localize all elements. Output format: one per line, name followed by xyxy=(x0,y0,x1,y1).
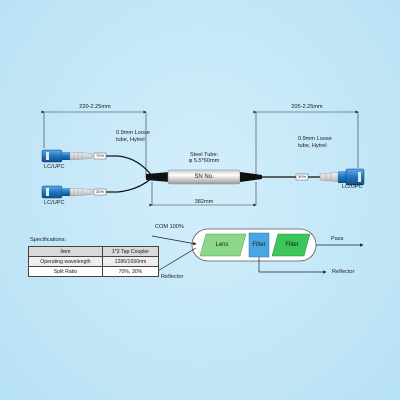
fiber-tag-left-bottom-box xyxy=(93,188,107,196)
filter-block-2 xyxy=(271,233,311,257)
reflector-right-label: Reflector xyxy=(332,269,355,275)
connector-left-top xyxy=(41,149,93,163)
spec-value: 70%, 30% xyxy=(101,266,160,277)
spec-label: Operating wavelength xyxy=(28,256,103,267)
spec-value: 1286/1650nm xyxy=(101,256,160,267)
table-row: Operating wavelength 1286/1650nm xyxy=(28,256,160,267)
fiber-tag-left-bottom: 30% xyxy=(95,189,105,194)
filter-label-1: Filter xyxy=(252,242,266,248)
lens-label: Lens xyxy=(215,242,229,248)
fiber-tag-left-top-box xyxy=(93,152,107,160)
connector-right xyxy=(319,168,365,186)
dimension-right-label: 205-2.25mm xyxy=(291,104,323,110)
dimension-middle xyxy=(149,182,257,207)
connector-left-bottom xyxy=(41,185,93,199)
connector-left-top-label: LC/UPC xyxy=(44,164,65,170)
loose-tube-left-label: 0.9mm Loose tube, Hytrel xyxy=(116,130,150,143)
table-row: Split Ratio 70%, 30% xyxy=(28,266,160,277)
dimension-left xyxy=(41,110,147,178)
reflector-left-label: Reflector xyxy=(161,274,184,280)
table-row: Item 1*2 Tap Coupler xyxy=(28,246,160,257)
loose-tube-right-label: 0.9mm Loose tube, Hytrel xyxy=(298,136,332,149)
steel-tube-label-line2: φ 5.5*60mm xyxy=(188,158,220,164)
com-arrow xyxy=(151,235,197,246)
dimension-left-label: 220-2.25mm xyxy=(79,104,111,110)
tube-taper-left xyxy=(146,172,170,182)
fiber-left-bottom xyxy=(106,177,153,193)
lens-shape xyxy=(199,233,247,257)
specs-title: Specifications: xyxy=(30,237,67,243)
pass-label: Pass xyxy=(331,236,344,242)
spec-value: 1*2 Tap Coupler xyxy=(101,246,160,257)
dimension-middle-label: 382mm xyxy=(194,199,214,205)
fiber-tag-left-top: 70% xyxy=(95,153,105,158)
dimension-right xyxy=(253,110,359,178)
steel-tube-label-line1: Steel Tube: xyxy=(189,152,219,158)
fiber-left-top xyxy=(106,155,153,177)
spec-label: Split Ratio xyxy=(28,266,103,277)
connector-right-label: LC/UPC xyxy=(342,184,363,190)
com-label: COM 100% xyxy=(155,224,184,230)
spec-label: Item xyxy=(28,246,103,257)
fiber-tag-right-box xyxy=(295,173,309,181)
sn-label: SN No. xyxy=(194,174,214,180)
filter-label-2: Filter xyxy=(285,242,299,248)
tube-taper-right xyxy=(240,172,262,182)
schematic xyxy=(151,228,364,274)
specs-table: Item 1*2 Tap Coupler Operating wavelengt… xyxy=(28,246,160,277)
fiber-tag-right: 30% xyxy=(297,174,307,179)
reflector-left-arrow xyxy=(155,247,197,273)
connector-left-bottom-label: LC/UPC xyxy=(44,200,65,206)
